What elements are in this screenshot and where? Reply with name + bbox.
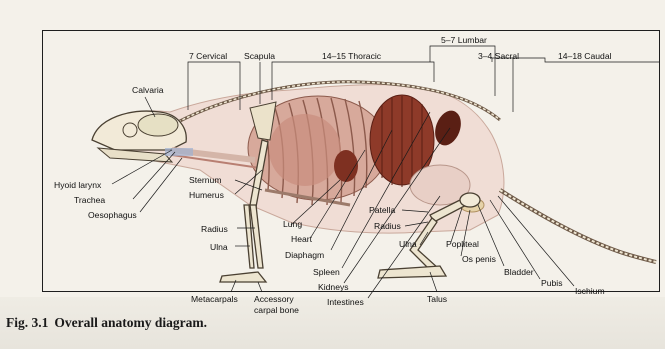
label-sacral: 3–4 Sacral bbox=[478, 51, 519, 61]
lung-shape bbox=[269, 114, 341, 186]
label-bladder: Bladder bbox=[504, 267, 534, 277]
label-metacarpals: Metacarpals bbox=[191, 294, 238, 304]
label-cervical: 7 Cervical bbox=[189, 51, 227, 61]
label-ulna-front: Ulna bbox=[210, 242, 228, 252]
calvaria-shape bbox=[138, 114, 178, 136]
label-oesophagus: Oesophagus bbox=[88, 210, 137, 220]
label-caudal: 14–18 Caudal bbox=[558, 51, 612, 61]
label-kidneys: Kidneys bbox=[318, 282, 349, 292]
label-intestines: Intestines bbox=[327, 297, 364, 307]
label-carpal-bone: carpal bone bbox=[254, 305, 299, 315]
label-diaphragm: Diaphagm bbox=[285, 250, 324, 260]
figure-caption: Fig. 3.1 Overall anatomy diagram. bbox=[6, 315, 207, 331]
label-radius-front: Radius bbox=[201, 224, 228, 234]
label-radius-hind: Radius bbox=[374, 221, 401, 231]
label-humerus: Humerus bbox=[189, 190, 224, 200]
figure-number: Fig. 3.1 bbox=[6, 315, 48, 330]
label-os-penis: Os penis bbox=[462, 254, 496, 264]
label-heart: Heart bbox=[291, 234, 312, 244]
label-ischium: Ischium bbox=[575, 286, 605, 296]
label-lumbar: 5–7 Lumbar bbox=[441, 35, 487, 45]
label-accessory: Accessory bbox=[254, 294, 294, 304]
label-trachea: Trachea bbox=[74, 195, 105, 205]
label-popliteal: Popliteal bbox=[446, 239, 479, 249]
larynx-shape bbox=[165, 148, 193, 156]
label-thoracic: 14–15 Thoracic bbox=[322, 51, 381, 61]
label-talus: Talus bbox=[427, 294, 447, 304]
label-patella: Patella bbox=[369, 205, 395, 215]
figure-title: Overall anatomy diagram. bbox=[54, 315, 207, 330]
heart-shape bbox=[334, 150, 358, 182]
label-hyoid-larynx: Hyoid larynx bbox=[54, 180, 101, 190]
label-calvaria: Calvaria bbox=[132, 85, 164, 95]
label-lung: Lung bbox=[283, 219, 302, 229]
label-scapula: Scapula bbox=[244, 51, 275, 61]
label-ulna-hind: Ulna bbox=[399, 239, 417, 249]
label-sternum: Sternum bbox=[189, 175, 221, 185]
label-pubis: Pubis bbox=[541, 278, 563, 288]
label-spleen: Spleen bbox=[313, 267, 340, 277]
